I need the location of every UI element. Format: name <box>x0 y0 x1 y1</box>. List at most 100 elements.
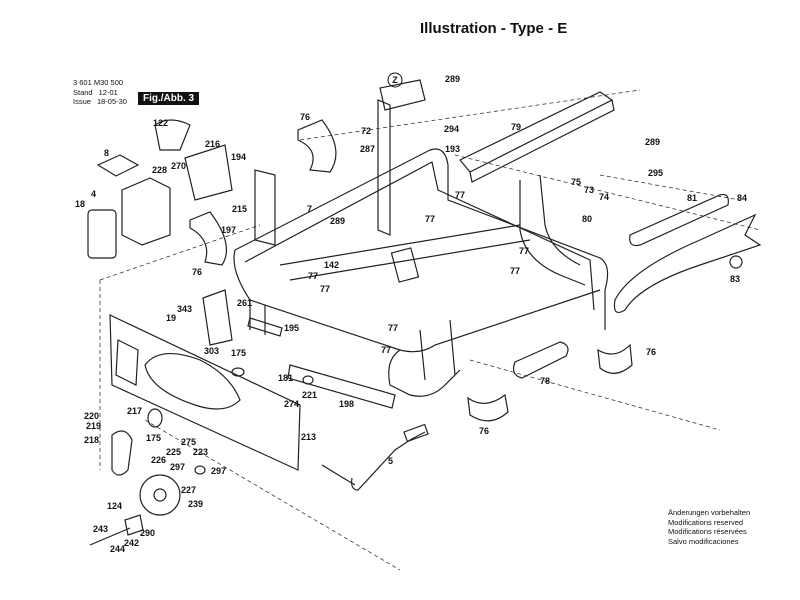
pad-76-top <box>297 119 337 173</box>
cable-clip-122 <box>154 119 191 151</box>
knob-217 <box>147 408 163 428</box>
upright-rear <box>377 99 391 236</box>
grip-78 <box>512 341 569 379</box>
callout-225: 225 <box>166 447 181 457</box>
callout-275: 275 <box>181 437 196 447</box>
callout-7: 7 <box>307 204 312 214</box>
issue-label: Issue <box>73 97 91 106</box>
callout-195: 195 <box>284 323 299 333</box>
callout-274: 274 <box>284 399 299 409</box>
handle-290 <box>124 514 144 536</box>
callout-77: 77 <box>308 271 318 281</box>
handwheel-239 <box>139 474 181 516</box>
handle-81 <box>629 193 729 247</box>
callout-294: 294 <box>444 124 459 134</box>
callout-19: 19 <box>166 313 176 323</box>
callout-5: 5 <box>388 456 393 466</box>
callout-4: 4 <box>91 189 96 199</box>
switch-4 <box>87 209 117 259</box>
callout-84: 84 <box>737 193 747 203</box>
callout-77: 77 <box>381 345 391 355</box>
callout-79: 79 <box>511 122 521 132</box>
callout-175: 175 <box>231 348 246 358</box>
callout-220: 220 <box>84 411 99 421</box>
callout-74: 74 <box>599 192 609 202</box>
callout-270: 270 <box>171 161 186 171</box>
callout-78: 78 <box>540 376 550 386</box>
pad-76-bottom <box>467 393 509 422</box>
callout-77: 77 <box>519 246 529 256</box>
side-panel-213 <box>109 314 301 471</box>
upright-front <box>254 169 276 246</box>
callout-122: 122 <box>153 118 168 128</box>
callout-z: Z <box>392 75 398 85</box>
callout-244: 244 <box>110 544 125 554</box>
callout-290: 290 <box>140 528 155 538</box>
lever-218 <box>111 430 133 476</box>
callout-80: 80 <box>582 214 592 224</box>
pad-76-left <box>189 211 228 266</box>
bracket-261 <box>202 289 233 346</box>
callout-181: 181 <box>278 373 293 383</box>
issue-row: Issue 18-05-30 <box>73 97 127 107</box>
callout-343: 343 <box>177 304 192 314</box>
callout-289: 289 <box>445 74 460 84</box>
part-number: 3 601 M30 500 <box>73 78 124 87</box>
callout-297: 297 <box>211 466 226 476</box>
rail-79 <box>459 91 614 173</box>
callout-287: 287 <box>360 144 375 154</box>
note-de: Änderungen vorbehalten <box>668 508 751 517</box>
callout-18: 18 <box>75 199 85 209</box>
bar-198 <box>287 364 396 409</box>
callout-227: 227 <box>181 485 196 495</box>
callout-219: 219 <box>86 421 101 431</box>
callout-77: 77 <box>425 214 435 224</box>
callout-labels: Z 289 72 294 79 289 295 287 193 77 77 75… <box>75 72 747 554</box>
issue-value: 18-05-30 <box>96 97 127 106</box>
stand-label: Stand <box>73 87 93 97</box>
callout-215: 215 <box>232 204 247 214</box>
callout-297: 297 <box>170 462 185 472</box>
bar-195 <box>247 317 283 337</box>
callout-197: 197 <box>221 225 236 235</box>
callout-77: 77 <box>455 190 465 200</box>
callout-226: 226 <box>151 455 166 465</box>
washer-297 <box>194 465 206 475</box>
callout-261: 261 <box>237 298 252 308</box>
callout-77: 77 <box>510 266 520 276</box>
note-fr: Modifications réservées <box>668 527 747 536</box>
callout-81: 81 <box>687 193 697 203</box>
figure-badge: Fig./Abb. 3 <box>138 92 200 105</box>
callout-295: 295 <box>648 168 663 178</box>
callout-8: 8 <box>104 148 109 158</box>
label-8 <box>96 154 140 177</box>
callout-77: 77 <box>388 323 398 333</box>
callout-175: 175 <box>146 433 161 443</box>
callout-76: 76 <box>479 426 489 436</box>
plate-84 <box>613 213 762 313</box>
knob-83 <box>729 255 743 269</box>
callout-218: 218 <box>84 435 99 445</box>
bracket-top <box>379 79 426 111</box>
callout-75: 75 <box>571 177 581 187</box>
callout-83: 83 <box>730 274 740 284</box>
box-228 <box>121 177 171 246</box>
callout-217: 217 <box>127 406 142 416</box>
callout-239: 239 <box>188 499 203 509</box>
callout-76: 76 <box>192 267 202 277</box>
note-en: Modifications reserved <box>668 517 744 527</box>
callout-76: 76 <box>646 347 656 357</box>
callout-142: 142 <box>324 260 339 270</box>
housing-216 <box>184 144 233 201</box>
callout-243: 243 <box>93 524 108 534</box>
callout-303: 303 <box>204 346 219 356</box>
callout-198: 198 <box>339 399 354 409</box>
page-title: Illustration - Type - E <box>420 20 568 37</box>
power-cable-5 <box>321 431 426 491</box>
note-es: Salvo modificaciones <box>668 536 739 546</box>
callout-193: 193 <box>445 144 460 154</box>
callout-228: 228 <box>152 165 167 175</box>
callout-289: 289 <box>330 216 345 226</box>
callout-124: 124 <box>107 501 122 511</box>
